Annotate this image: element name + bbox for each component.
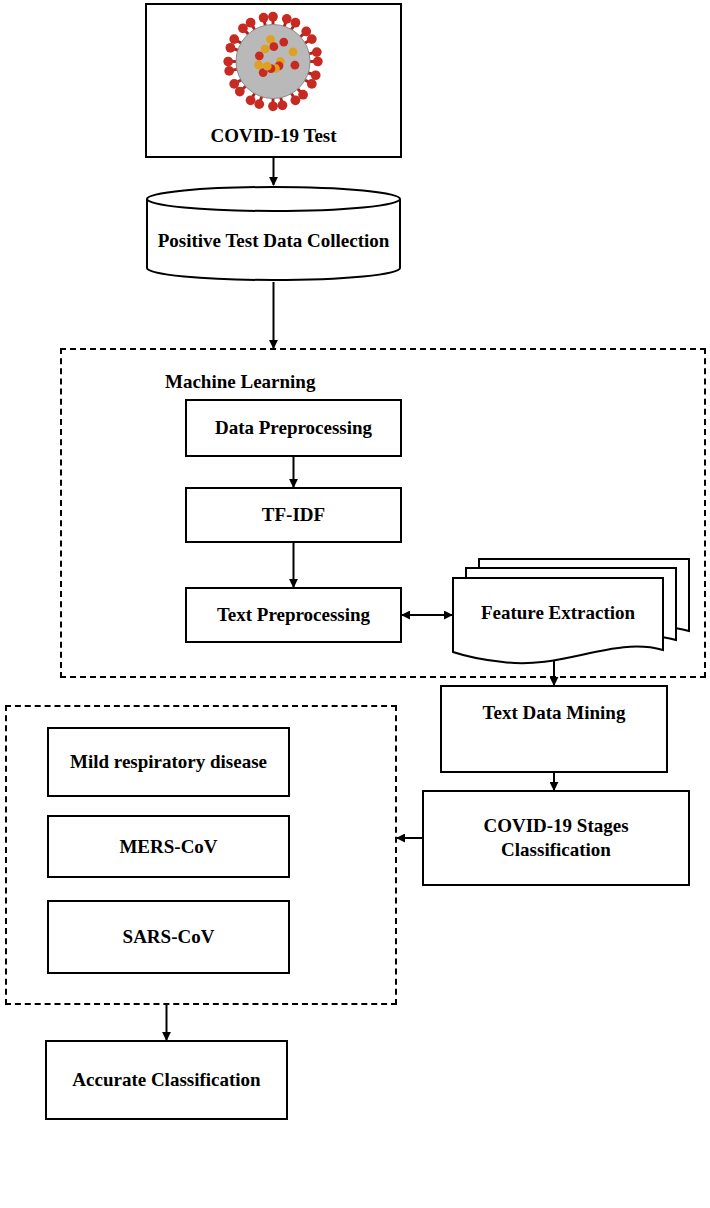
arrow-connector — [553, 659, 555, 685]
arrow-connector — [553, 773, 555, 790]
arrow-connector — [166, 1005, 168, 1040]
arrow-connector — [273, 158, 275, 185]
process-box: Text Preprocessing — [185, 587, 402, 643]
process-box: MERS-CoV — [47, 815, 290, 878]
node-label: MERS-CoV — [119, 835, 217, 859]
document-stack: Feature Extraction — [452, 557, 692, 659]
node-label: Text Data Mining — [483, 701, 626, 725]
process-box: COVID-19 Stages Classification — [422, 790, 690, 886]
process-box: Data Preprocessing — [185, 399, 402, 457]
node-label: Positive Test Data Collection — [158, 229, 390, 253]
dashed-group: Machine LearningData PreprocessingTF-IDF… — [60, 348, 706, 678]
test-box: COVID-19 Test — [145, 3, 402, 158]
process-box: TF-IDF — [185, 487, 402, 543]
dashed-group: Mild respiratory diseaseMERS-CoV SARS-CoV — [5, 705, 397, 1005]
arrow-connector — [402, 614, 452, 616]
arrow-connector — [397, 837, 422, 839]
node-label: Accurate Classification — [72, 1068, 260, 1092]
database-cylinder: Positive Test Data Collection — [145, 185, 402, 282]
node-label: Data Preprocessing — [215, 416, 372, 440]
arrow-connector — [273, 282, 275, 348]
arrow-connector — [293, 457, 295, 487]
node-label: COVID-19 Stages Classification — [434, 814, 678, 862]
process-box: Mild respiratory disease — [47, 727, 290, 797]
arrow-connector — [293, 543, 295, 587]
process-box: SARS-CoV — [47, 900, 290, 974]
node-label: COVID-19 Test — [210, 124, 336, 148]
group-heading: Machine Learning — [165, 370, 315, 394]
node-label: Text Preprocessing — [217, 603, 370, 627]
node-label: TF-IDF — [262, 503, 325, 527]
process-box: Accurate Classification — [45, 1040, 288, 1120]
node-label: SARS-CoV — [123, 925, 215, 949]
process-box: Text Data Mining — [440, 685, 668, 773]
node-label: Mild respiratory disease — [70, 750, 267, 774]
node-label: Feature Extraction — [481, 601, 635, 625]
